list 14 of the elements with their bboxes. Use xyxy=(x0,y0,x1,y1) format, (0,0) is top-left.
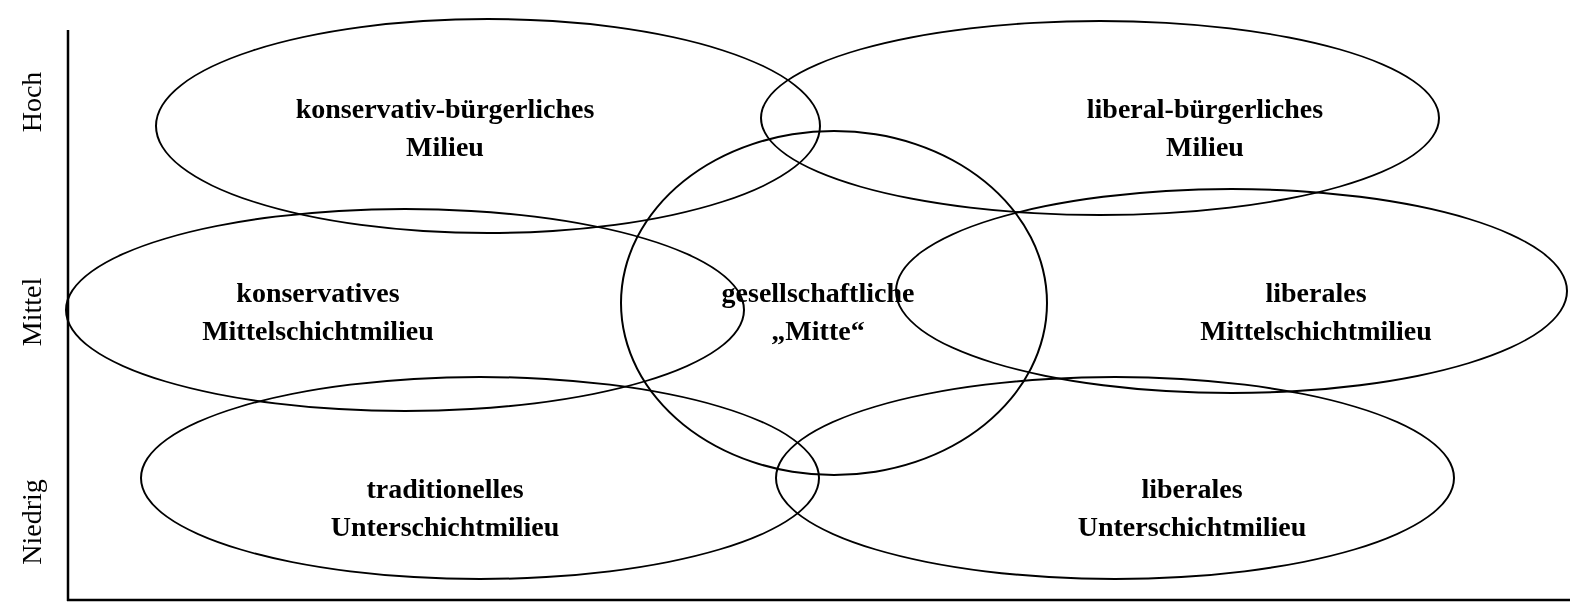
milieu-label: konservatives Mittelschichtmilieu xyxy=(201,276,435,348)
milieu-ellipse xyxy=(775,376,1455,580)
milieu-ellipse xyxy=(760,20,1440,216)
axis-label: Hoch xyxy=(16,71,48,133)
axis-label: Niedrig xyxy=(16,479,48,565)
milieu-ellipse xyxy=(140,376,820,580)
milieu-label: liberal-bürgerliches Milieu xyxy=(1085,92,1325,164)
milieu-label: liberales Unterschichtmilieu xyxy=(1076,472,1308,544)
milieu-ellipse xyxy=(155,18,821,234)
axis-label: Mittel xyxy=(16,277,48,347)
milieu-label: traditionelles Unterschichtmilieu xyxy=(329,472,561,544)
milieu-label: liberales Mittelschichtmilieu xyxy=(1199,276,1433,348)
milieu-ellipse xyxy=(620,130,1048,476)
milieu-label: konservativ-bürgerliches Milieu xyxy=(294,92,596,164)
